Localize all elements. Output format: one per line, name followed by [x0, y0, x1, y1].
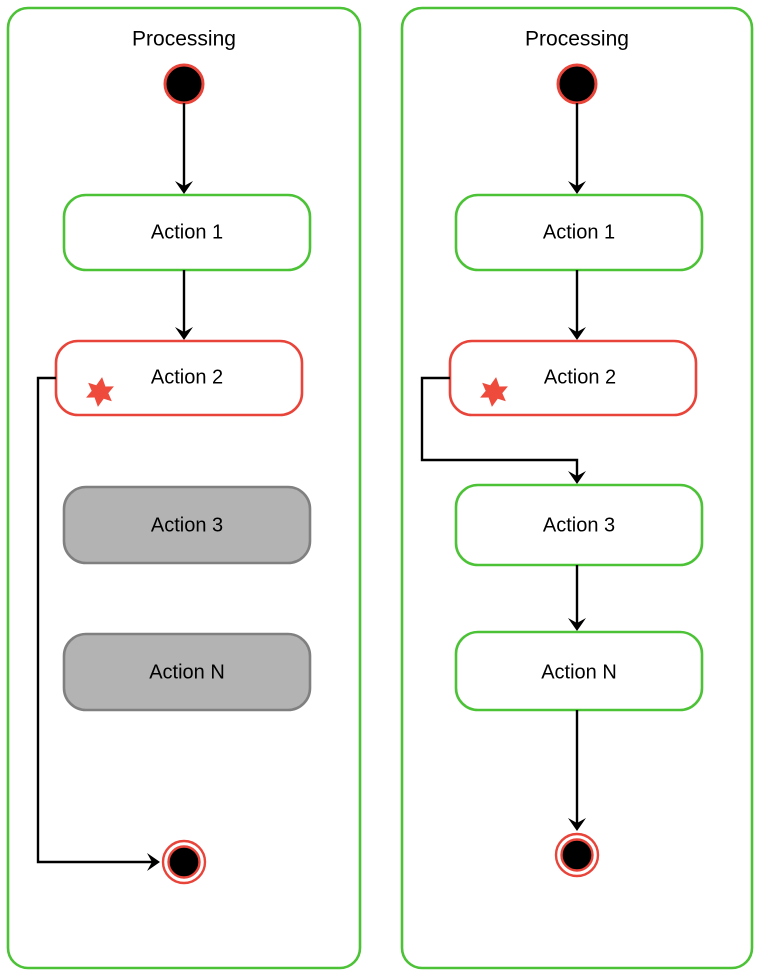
- panel-right-node-action-3-label: Action 3: [543, 514, 615, 536]
- panel-right-node-action-1-label: Action 1: [543, 221, 615, 243]
- panel-right-end-node: [554, 832, 600, 878]
- panel-right: Processing Action 1: [400, 6, 754, 970]
- panel-left-node-action-3-label: Action 3: [151, 514, 223, 536]
- panel-left-node-action-2-label: Action 2: [151, 366, 223, 388]
- panel-left-edge-action-2-to-end: [36, 376, 160, 871]
- panel-right-node-action-n[interactable]: Action N: [454, 630, 704, 712]
- panel-left-node-action-n-label: Action N: [149, 661, 225, 683]
- panel-left-node-action-n[interactable]: Action N: [62, 632, 312, 712]
- panel-right-edge-action-2-to-action-3: [420, 376, 586, 484]
- panel-left-title: Processing: [132, 28, 236, 51]
- panel-right-edge-action-3-to-action-n: [568, 565, 586, 631]
- panel-left-start-node: [163, 63, 205, 105]
- panel-right-node-action-2[interactable]: Action 2: [448, 339, 698, 417]
- panel-left-node-action-3[interactable]: Action 3: [62, 485, 312, 565]
- panel-right-node-action-2-label: Action 2: [544, 366, 616, 388]
- panel-right-edge-action-1-to-action-2: [568, 270, 586, 340]
- panel-right-edge-action-n-to-end: [568, 710, 586, 831]
- panel-right-node-action-3[interactable]: Action 3: [454, 483, 704, 567]
- panel-right-node-action-1[interactable]: Action 1: [454, 193, 704, 272]
- panel-right-start-node: [556, 63, 598, 105]
- panel-left-node-action-2[interactable]: Action 2: [54, 339, 304, 417]
- panel-left: Processing Action 1: [6, 6, 362, 970]
- panel-left-edge-start-to-action-1: [175, 103, 193, 194]
- panel-left-node-action-1-label: Action 1: [151, 221, 223, 243]
- panel-right-title: Processing: [525, 28, 629, 51]
- panel-right-edge-start-to-action-1: [568, 103, 586, 194]
- panel-left-node-action-1[interactable]: Action 1: [62, 193, 312, 272]
- panel-right-node-action-n-label: Action N: [541, 661, 617, 683]
- panel-left-end-node: [161, 839, 207, 885]
- panel-left-edge-action-1-to-action-2: [175, 270, 193, 340]
